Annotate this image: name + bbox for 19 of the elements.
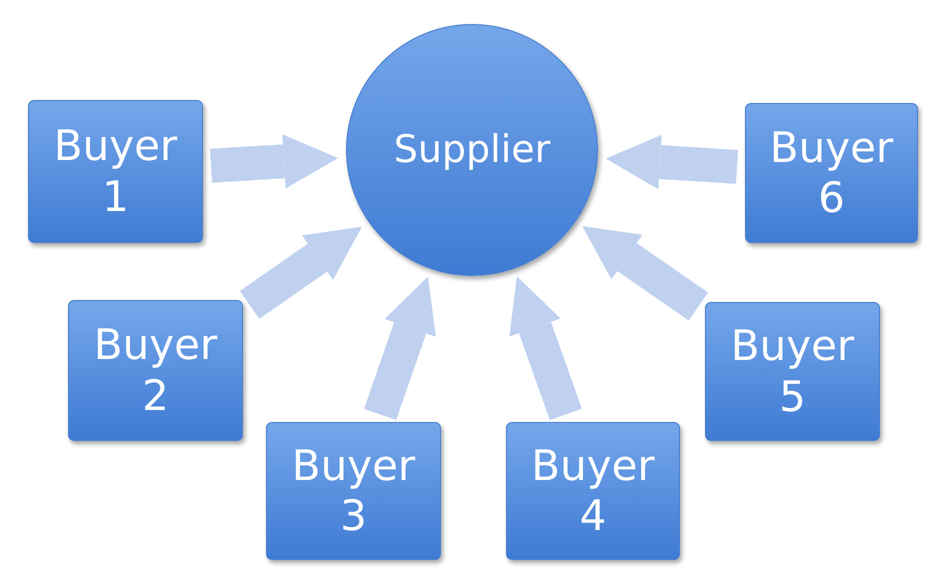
- process-box: [506, 422, 680, 560]
- block-arrow: [509, 276, 582, 420]
- block-arrow: [240, 226, 362, 319]
- node-label: Buyer 2: [92, 320, 218, 421]
- block-arrow: [364, 276, 436, 420]
- node-label: Buyer 5: [730, 321, 856, 422]
- node-label: Buyer 4: [530, 440, 656, 542]
- process-box: [68, 300, 243, 441]
- process-box: [705, 302, 880, 441]
- process-box: [28, 100, 203, 243]
- block-arrow: [606, 134, 738, 190]
- block-arrow: [210, 134, 338, 188]
- process-box: [745, 103, 918, 243]
- node-label: Buyer 6: [768, 122, 894, 224]
- node-label: Buyer 3: [290, 440, 416, 542]
- node-label: Buyer 1: [52, 121, 178, 222]
- block-arrow: [582, 226, 708, 320]
- node-label: Supplier: [394, 127, 550, 173]
- process-box: [266, 422, 441, 560]
